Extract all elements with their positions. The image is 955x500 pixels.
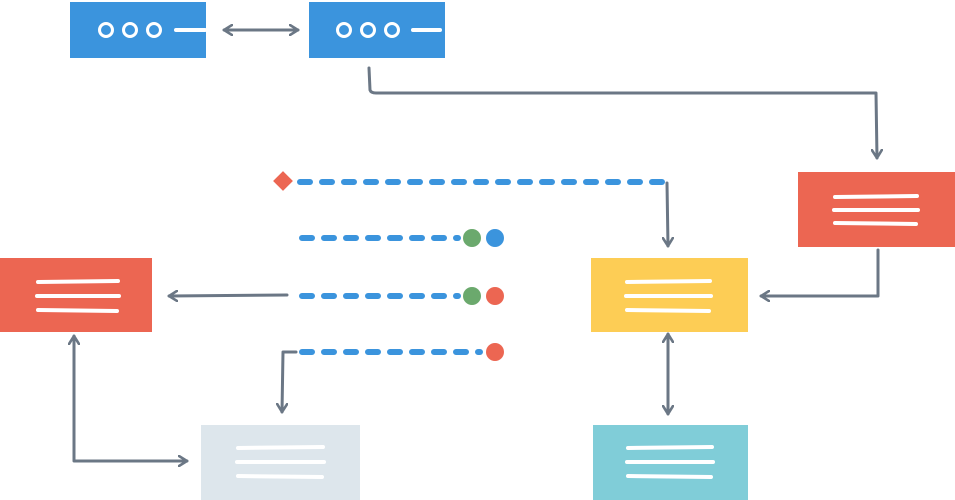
arrow-gray-to-red-left [74, 334, 189, 461]
arrow-dashed-end-to-yellow [667, 181, 668, 248]
doc-red-left [0, 258, 152, 332]
server-right-dot-1 [336, 22, 352, 38]
doc-red-left-line-1 [36, 279, 120, 284]
arrow-red-doc-to-yellow-doc [759, 248, 880, 296]
server-left-dot-2 [122, 22, 138, 38]
doc-gray [201, 425, 360, 500]
arrow-server-to-red-doc [367, 66, 877, 160]
doc-red-right-line-3 [833, 221, 918, 226]
doc-yellow-line-3 [625, 308, 711, 313]
server-right-dot-3 [384, 22, 400, 38]
server-right-dot-2 [360, 22, 376, 38]
doc-teal-line-1 [626, 445, 714, 450]
server-left-dot-3 [146, 22, 162, 38]
doc-red-left-line-3 [36, 308, 119, 313]
green-dot-row-2 [463, 229, 481, 247]
red-dot-row-3 [486, 287, 504, 305]
doc-red-right [798, 172, 955, 247]
arrow-to-red-left-doc [167, 295, 289, 296]
server-node-right [309, 2, 445, 58]
red-dot-row-4 [486, 343, 504, 361]
doc-teal-line-3 [626, 474, 713, 479]
server-node-left [70, 2, 207, 58]
arrow-to-gray-doc [282, 350, 298, 414]
doc-yellow [591, 258, 748, 332]
server-left-dot-1 [98, 22, 114, 38]
doc-yellow-line-1 [625, 279, 712, 284]
red-diamond-marker [273, 171, 293, 191]
doc-red-right-line-1 [833, 194, 919, 199]
doc-gray-line-1 [236, 445, 325, 450]
doc-gray-line-3 [236, 474, 324, 479]
green-dot-row-3 [463, 287, 481, 305]
blue-dot-row-2 [486, 229, 504, 247]
doc-teal [593, 425, 748, 500]
